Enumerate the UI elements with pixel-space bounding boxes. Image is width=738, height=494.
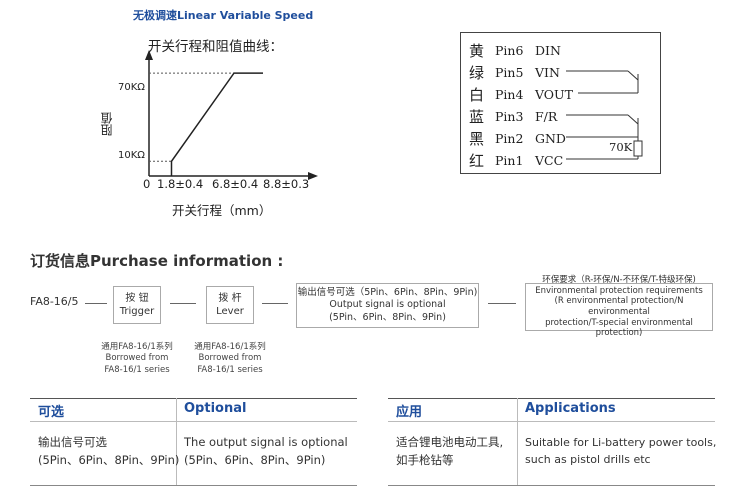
purchase-title: 订货信息Purchase information :: [30, 252, 284, 270]
applications-cn-line: 适合锂电池电动工具,: [396, 435, 504, 449]
pin-row: 蓝 Pin3 F/R: [469, 105, 575, 127]
signal-box: 输出信号可选（5Pin、6Pin、8Pin、9Pin) Output signa…: [296, 283, 479, 328]
optional-cell-en: The output signal is optional (5Pin、6Pin…: [184, 434, 348, 470]
switch-fr: [627, 114, 639, 125]
pin-signal: F/R: [535, 108, 558, 124]
pin-signal: DIN: [535, 42, 561, 58]
x-tick-1: 1.8±0.4: [157, 177, 204, 191]
optional-en-line: The output signal is optional: [184, 435, 348, 449]
optional-cell-cn: 输出信号可选 (5Pin、6Pin、8Pin、9Pin): [38, 434, 179, 470]
pin-color: 红: [469, 151, 485, 170]
pin-wiring: [566, 70, 643, 160]
table-border: [388, 485, 715, 486]
optional-head-cn: 可选: [38, 405, 65, 420]
pin-number: Pin3: [495, 108, 524, 124]
optional-cn-line: 输出信号可选: [38, 435, 107, 449]
lever-note-line: 通用FA8-16/1系列: [194, 342, 266, 352]
pin-number: Pin5: [495, 64, 524, 80]
lever-en: Lever: [216, 306, 244, 317]
env-en1: Environmental protection requirements: [535, 285, 703, 296]
table-border: [30, 398, 357, 399]
pin-signal: VOUT: [535, 86, 573, 102]
table-column-separator: [517, 398, 518, 486]
pin-color: 蓝: [469, 107, 485, 126]
pin-color: 黑: [469, 129, 485, 148]
trigger-note-line: FA8-16/1 series: [104, 364, 170, 375]
pin-color: 黄: [469, 41, 485, 60]
trigger-note-line: Borrowed from: [105, 353, 169, 364]
lever-note: 通用FA8-16/1系列 Borrowed from FA8-16/1 seri…: [191, 342, 269, 376]
resistance-curve-chart: [145, 50, 318, 180]
pin-signal: VCC: [535, 152, 564, 168]
trigger-note-line: 通用FA8-16/1系列: [101, 342, 173, 352]
curve-title: 开关行程和阻值曲线：: [148, 39, 283, 55]
env-cn: 环保要求（R-环保/N-不环保/T-特级环保): [542, 275, 696, 286]
resistor-icon: [633, 140, 643, 157]
pin-row: 黄 Pin6 DIN: [469, 39, 575, 61]
signal-cn: 输出信号可选（5Pin、6Pin、8Pin、9Pin): [297, 286, 478, 298]
optional-cn-line: (5Pin、6Pin、8Pin、9Pin): [38, 452, 180, 467]
y-tick-10k: 10KΩ: [118, 150, 145, 161]
y-tick-70k: 70KΩ: [118, 82, 145, 93]
pin-number: Pin4: [495, 86, 524, 102]
connector: [488, 303, 516, 304]
applications-en-line: such as pistol drills etc: [525, 453, 651, 467]
trigger-note: 通用FA8-16/1系列 Borrowed from FA8-16/1 seri…: [98, 342, 176, 376]
table-border: [388, 421, 715, 422]
y-axis-arrow: [145, 50, 153, 60]
pin-row: 黑 Pin2 GND: [469, 127, 575, 149]
lever-box: 拨 杆 Lever: [206, 286, 254, 324]
pin-number: Pin1: [495, 152, 524, 168]
signal-en1: Output signal is optional: [329, 299, 446, 311]
speed-title: 无极调速Linear Variable Speed: [133, 9, 314, 22]
applications-cell-cn: 适合锂电池电动工具, 如手枪钻等: [396, 434, 503, 470]
lever-note-line: FA8-16/1 series: [197, 364, 263, 375]
applications-head-en: Applications: [525, 401, 616, 416]
switch-vin: [627, 70, 639, 81]
pin-signal: VIN: [535, 64, 560, 80]
pin-color: 白: [469, 85, 485, 104]
lever-note-line: Borrowed from: [198, 353, 262, 364]
pin-number: Pin6: [495, 42, 524, 58]
model-number: FA8-16/5: [30, 295, 79, 308]
x-tick-2: 6.8±0.4: [212, 177, 259, 191]
table-column-separator: [176, 398, 177, 486]
trigger-box: 按 钮 Trigger: [113, 286, 161, 324]
curve-line: [170, 72, 263, 176]
applications-cn-line: 如手枪钻等: [396, 452, 454, 467]
pin-color: 绿: [469, 63, 485, 82]
table-border: [30, 485, 357, 486]
optional-en-line: (5Pin、6Pin、8Pin、9Pin): [184, 452, 326, 467]
trigger-en: Trigger: [119, 306, 155, 317]
pin-row: 红 Pin1 VCC: [469, 149, 575, 171]
table-border: [388, 398, 715, 399]
pin-number: Pin2: [495, 130, 524, 146]
x-axis-arrow: [308, 172, 318, 180]
connector: [262, 303, 288, 304]
x-tick-3: 8.8±0.3: [263, 177, 310, 191]
lever-cn: 拨 杆: [218, 293, 242, 304]
connector: [170, 303, 196, 304]
trigger-cn: 按 钮: [125, 293, 149, 304]
applications-en-line: Suitable for Li-battery power tools,: [525, 436, 717, 449]
signal-en2: (5Pin、6Pin、8Pin、9Pin): [329, 311, 446, 323]
env-en3: protection/T-special environmental prote…: [545, 317, 693, 339]
env-box: 环保要求（R-环保/N-不环保/T-特级环保) Environmental pr…: [525, 275, 713, 338]
applications-cell-en: Suitable for Li-battery power tools, suc…: [525, 434, 716, 468]
applications-head-cn: 应用: [396, 405, 423, 420]
connector: [85, 303, 107, 304]
curve-x-label: 开关行程（mm）: [172, 203, 272, 218]
resistor-label: 70K: [609, 140, 633, 154]
table-border: [30, 421, 357, 422]
pin-signal: GND: [535, 130, 566, 146]
pin-row: 白 Pin4 VOUT: [469, 83, 575, 105]
x-tick-0: 0: [143, 177, 151, 191]
pin-diagram: 黄 Pin6 DIN 绿 Pin5 VIN 白 Pin4 VOUT 蓝 Pin3…: [460, 32, 661, 174]
pin-row: 绿 Pin5 VIN: [469, 61, 575, 83]
env-en2: (R environmental protection/N environmen…: [554, 296, 684, 317]
optional-head-en: Optional: [184, 401, 247, 416]
